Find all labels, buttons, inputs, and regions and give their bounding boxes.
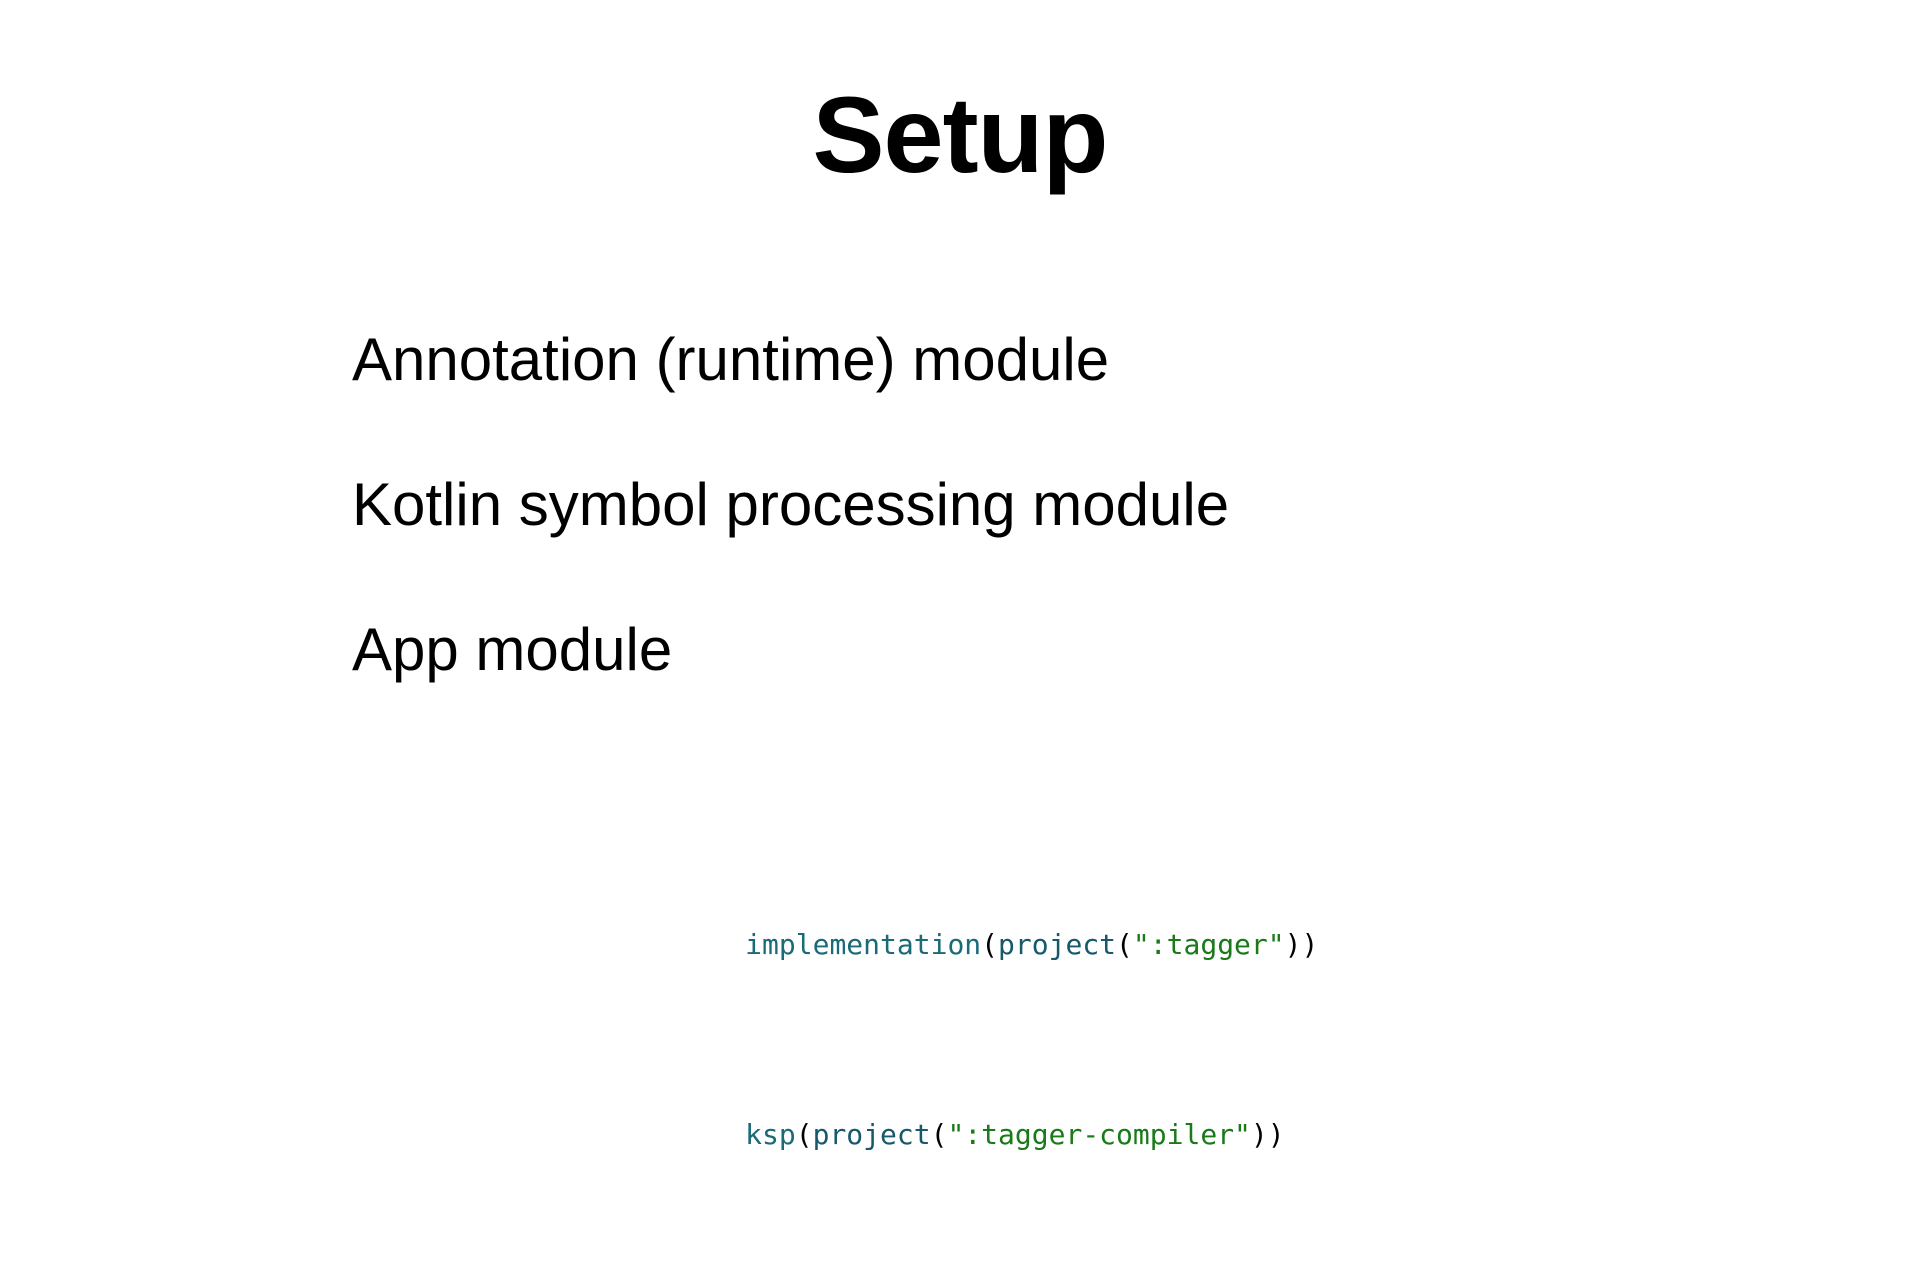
code-token-call: project (998, 928, 1117, 961)
code-token-call: project (812, 1118, 931, 1151)
code-line: ksp(project(":tagger-compiler")) (644, 1078, 1318, 1192)
code-token-function: implementation (745, 928, 982, 961)
code-token-punctuation: ( (930, 1118, 948, 1151)
code-token-punctuation: ( (981, 928, 999, 961)
code-token-string: ":tagger" (1132, 928, 1285, 961)
list-item: Kotlin symbol processing module (352, 471, 1230, 538)
code-snippet: implementation(project(":tagger")) ksp(p… (644, 812, 1318, 1268)
code-token-punctuation: )) (1250, 1118, 1285, 1151)
list-item: Annotation (runtime) module (352, 326, 1110, 393)
code-line: implementation(project(":tagger")) (644, 888, 1318, 1002)
code-token-function: ksp (745, 1118, 796, 1151)
code-token-punctuation: ( (795, 1118, 813, 1151)
bullet-list: Annotation (runtime) module Kotlin symbo… (352, 330, 1752, 765)
code-token-punctuation: )) (1284, 928, 1319, 961)
code-token-string: ":tagger-compiler" (947, 1118, 1251, 1151)
code-token-punctuation: ( (1116, 928, 1133, 961)
list-item: App module (352, 616, 673, 683)
page-title: Setup (812, 74, 1108, 195)
presentation-slide: Setup Annotation (runtime) module Kotlin… (352, 74, 1752, 1151)
